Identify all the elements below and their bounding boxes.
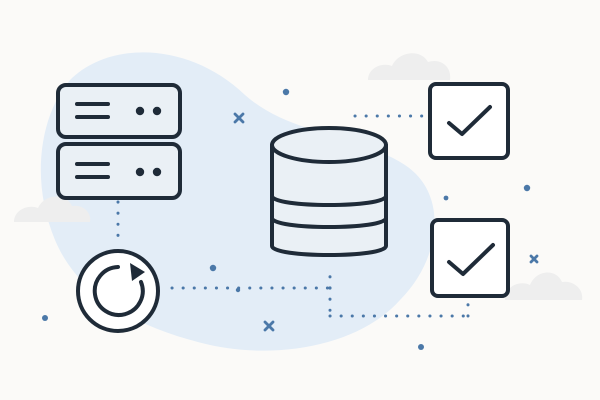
refresh-icon (76, 249, 160, 333)
decor-dot (282, 88, 290, 96)
server-unit-top (56, 83, 182, 139)
server-unit-bottom (56, 142, 182, 200)
decor-dot (42, 315, 48, 321)
cross-icon (263, 320, 275, 332)
checkbox-checked-icon-bottom (430, 218, 510, 298)
cross-icon (529, 254, 539, 264)
decor-dot (443, 195, 449, 201)
cloud-icon-top-right (368, 53, 451, 80)
decor-dot (523, 184, 531, 192)
cloud-icon-left (14, 196, 91, 222)
checkbox-checked-icon-top (428, 82, 510, 160)
decor-dot (418, 344, 424, 350)
cloud-icon-bottom-right (505, 272, 583, 300)
connector-lines (116, 114, 470, 318)
decor-dot (235, 287, 241, 293)
decor-crosses (233, 112, 539, 332)
decor-dot (209, 264, 217, 272)
server-rack-icon (56, 83, 182, 200)
database-icon (270, 126, 388, 257)
decor-dots (42, 88, 531, 350)
cross-icon (233, 112, 245, 124)
